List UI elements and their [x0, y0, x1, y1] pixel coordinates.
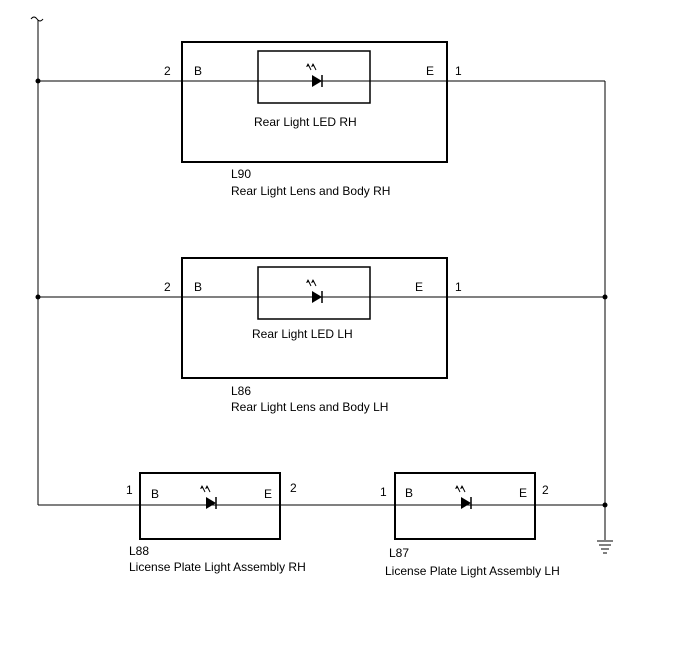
- junction-dot: [35, 78, 41, 84]
- l90-id: L90: [231, 167, 251, 181]
- l86-term-right: E: [415, 280, 423, 294]
- junction-dot: [35, 294, 41, 300]
- l87-box: [394, 472, 536, 540]
- l87-name: License Plate Light Assembly LH: [385, 564, 560, 578]
- junction-dot: [602, 294, 608, 300]
- l88-id: L88: [129, 544, 149, 558]
- l90-inner-label: Rear Light LED RH: [254, 115, 357, 129]
- l86-id: L86: [231, 384, 251, 398]
- led-icon: [200, 485, 217, 509]
- l90-term-left: B: [194, 64, 202, 78]
- l90-led-box: [257, 50, 371, 104]
- l88-pin-right: 2: [290, 481, 297, 495]
- junction-dot: [602, 502, 608, 508]
- led-icon: [306, 279, 323, 303]
- component-l87: 1 B E 2 L87 License Plate Light Assembly…: [380, 472, 560, 578]
- l90-pin-right: 1: [455, 64, 462, 78]
- l88-term-right: E: [264, 487, 272, 501]
- l88-name: License Plate Light Assembly RH: [129, 560, 306, 574]
- l86-led-box: [257, 266, 371, 320]
- led-icon: [455, 485, 472, 509]
- l86-pin-right: 1: [455, 280, 462, 294]
- l87-term-right: E: [519, 486, 527, 500]
- l90-name: Rear Light Lens and Body RH: [231, 184, 390, 198]
- l87-pin-left: 1: [380, 485, 387, 499]
- component-l90: 2 B E 1 Rear Light LED RH L90 Rear Light…: [164, 41, 462, 198]
- component-l88: 1 B E 2 L88 License Plate Light Assembly…: [126, 472, 306, 574]
- l90-term-right: E: [426, 64, 434, 78]
- l88-pin-left: 1: [126, 483, 133, 497]
- l87-id: L87: [389, 546, 409, 560]
- l88-box: [139, 472, 281, 540]
- led-icon: [306, 63, 323, 87]
- l90-box: [181, 41, 448, 163]
- power-supply-icon: [30, 16, 44, 22]
- l87-term-left: B: [405, 486, 413, 500]
- l86-box: [181, 257, 448, 379]
- l86-inner-label: Rear Light LED LH: [252, 327, 353, 341]
- l90-pin-left: 2: [164, 64, 171, 78]
- l86-pin-left: 2: [164, 280, 171, 294]
- component-l86: 2 B E 1 Rear Light LED LH L86 Rear Light…: [164, 257, 462, 414]
- l86-name: Rear Light Lens and Body LH: [231, 400, 388, 414]
- l87-pin-right: 2: [542, 483, 549, 497]
- l86-term-left: B: [194, 280, 202, 294]
- ground-icon: [597, 540, 613, 554]
- l88-term-left: B: [151, 487, 159, 501]
